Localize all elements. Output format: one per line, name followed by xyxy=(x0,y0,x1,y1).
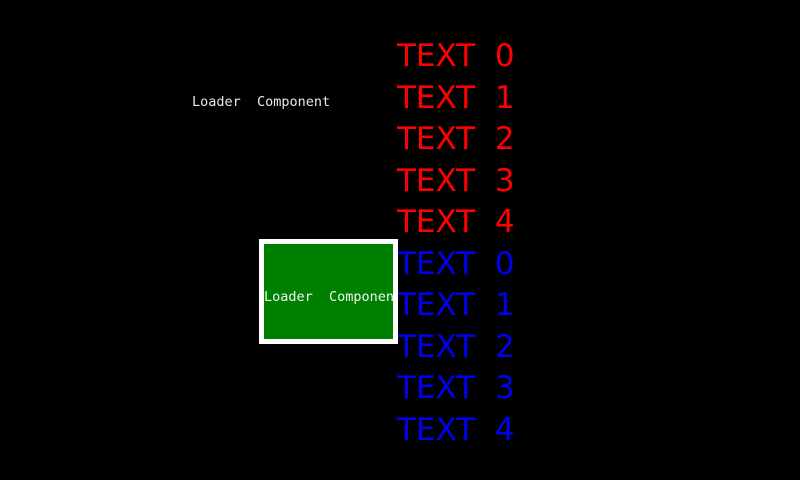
list-item: TEXT 2 xyxy=(397,328,515,365)
list-item: TEXT 3 xyxy=(397,370,515,406)
list-item: TEXT 4 xyxy=(397,411,515,448)
loader-component-box-label: Loader Component xyxy=(264,289,398,305)
list-item: TEXT 1 xyxy=(397,287,515,323)
list-item: TEXT 2 xyxy=(397,121,515,157)
list-item: TEXT 0 xyxy=(397,245,515,282)
list-item: TEXT 1 xyxy=(397,79,515,116)
loader-component-box: Loader Component xyxy=(259,239,398,344)
text-list: TEXT 0 TEXT 1 TEXT 2 TEXT 3 TEXT 4 TEXT … xyxy=(397,36,515,451)
list-item: TEXT 0 xyxy=(397,38,515,74)
loader-component-label: Loader Component xyxy=(192,94,331,110)
list-item: TEXT 3 xyxy=(397,162,515,199)
list-item: TEXT 4 xyxy=(397,204,515,240)
